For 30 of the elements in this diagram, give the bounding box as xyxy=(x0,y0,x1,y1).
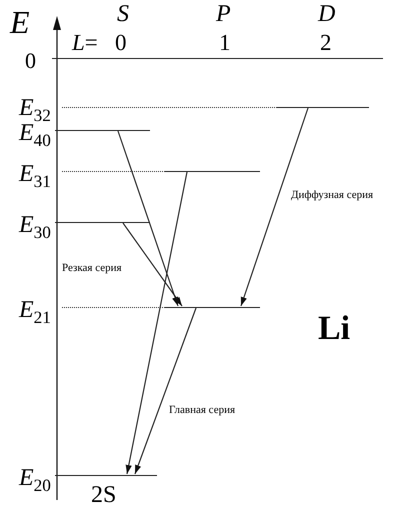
level-label: E$_{21}$ xyxy=(19,298,51,326)
term-label: 2S xyxy=(91,483,116,507)
energy-level-line xyxy=(55,474,157,477)
transition-arrow xyxy=(117,130,179,306)
quantum-number: 2 xyxy=(320,31,332,54)
element-symbol: Li xyxy=(318,312,350,346)
quantum-number-label: L= xyxy=(72,31,98,54)
level-label: E$_{31}$ xyxy=(19,162,51,190)
quantum-number: 0 xyxy=(115,31,126,54)
axis-symbol: E xyxy=(10,6,30,38)
energy-value: 0 xyxy=(25,50,36,72)
level-label: E$_{30}$ xyxy=(19,213,51,242)
transition-arrow xyxy=(240,108,309,306)
quantum-number: 1 xyxy=(219,31,230,54)
term-symbol: S xyxy=(117,2,129,26)
energy-level-line xyxy=(55,129,150,132)
energy-level-line xyxy=(55,221,150,224)
series-label: Главная серия xyxy=(169,405,236,416)
energy-level-line xyxy=(62,306,260,309)
level-label: E$_{20}$ xyxy=(19,466,51,494)
series-label: Диффузная серия xyxy=(291,190,374,201)
transition-arrow xyxy=(134,308,197,474)
energy-level-line xyxy=(62,106,369,109)
transition-arrow xyxy=(122,222,182,306)
term-symbol: P xyxy=(216,2,231,26)
transition-arrow xyxy=(126,172,188,474)
series-label: Резкая серия xyxy=(62,263,122,274)
energy-level-line xyxy=(62,170,260,173)
energy-level-line xyxy=(52,57,383,60)
term-symbol: D xyxy=(318,2,336,26)
